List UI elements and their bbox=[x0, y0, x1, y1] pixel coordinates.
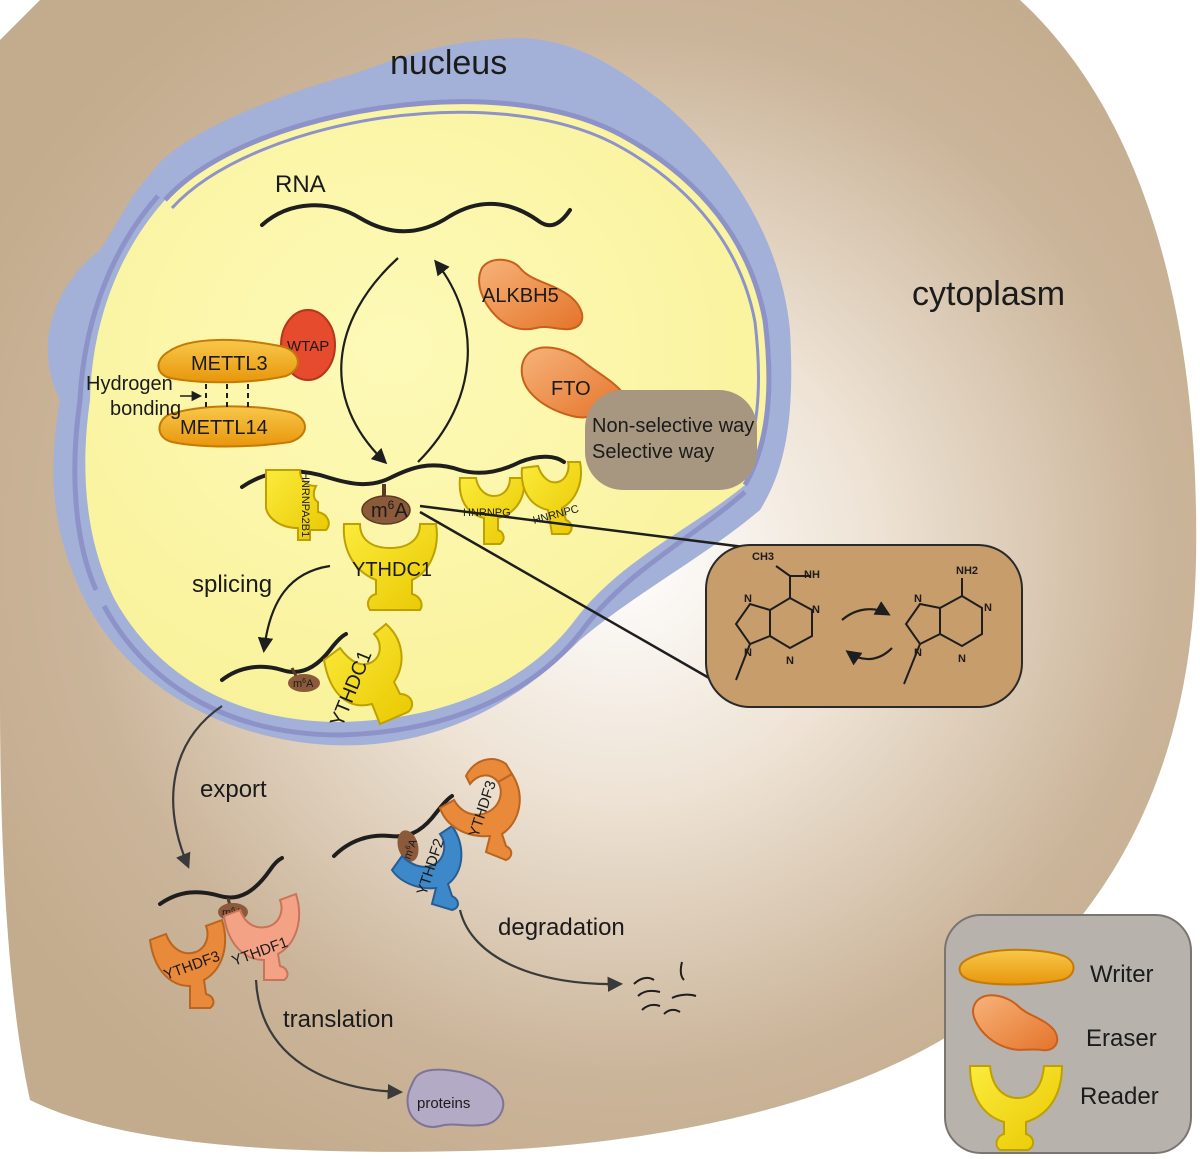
fto-mechanism-bg bbox=[585, 390, 757, 490]
m6a-molecule: CH3 NH N N N N bbox=[734, 551, 820, 681]
splicing-arrow bbox=[257, 564, 331, 654]
ythdf3-degradation-top bbox=[464, 758, 514, 786]
interconversion-arrow-bottom bbox=[845, 647, 893, 666]
mettl3-protein bbox=[157, 338, 299, 384]
ythdf1-protein bbox=[222, 892, 301, 981]
adenine-nh2-label: NH2 bbox=[956, 565, 978, 577]
translation-arrow bbox=[254, 979, 404, 1100]
adenine-n7-label: N bbox=[914, 593, 922, 605]
eraser-alkbh5: ALKBH5 bbox=[478, 258, 584, 331]
ythdf3-degradation-protein bbox=[438, 772, 521, 862]
proteins-blob bbox=[406, 1068, 505, 1128]
m6a-n7-label: N bbox=[744, 593, 752, 605]
rna-strand-top bbox=[260, 201, 572, 234]
cytoplasm-label: cytoplasm bbox=[912, 275, 1065, 313]
nuclear-membrane-lower bbox=[101, 490, 747, 738]
hnrnpa2b1-protein bbox=[265, 469, 330, 541]
legend-eraser-label: Eraser bbox=[1086, 1025, 1157, 1052]
demethylation-arrow bbox=[417, 259, 469, 463]
adenine-n1-label: N bbox=[984, 602, 992, 614]
degraded-rna-fragments bbox=[633, 961, 697, 1015]
ythdc1-label: YTHDC1 bbox=[352, 559, 432, 581]
ythdf3-translation-protein bbox=[148, 918, 227, 1009]
m6a-n3-label: N bbox=[786, 655, 794, 667]
adenine-n9-label: N bbox=[914, 647, 922, 659]
m6a-methyl-label: CH3 bbox=[752, 551, 774, 563]
nucleus-interior bbox=[85, 101, 769, 722]
m6a-marker-degradation bbox=[397, 830, 419, 862]
mettl14-protein bbox=[158, 405, 306, 448]
export-arrow bbox=[172, 705, 223, 869]
ythdc1-protein bbox=[342, 523, 438, 611]
splicing-label: splicing bbox=[192, 571, 272, 598]
rna-strand-middle bbox=[240, 454, 566, 489]
zoom-line-upper bbox=[419, 504, 753, 550]
writer-complex: WTAP METTL3 METTL14 Hydrogen bonding bbox=[86, 309, 336, 448]
interconversion-arrow-top bbox=[841, 601, 891, 621]
proteins-product: proteins bbox=[406, 1068, 505, 1128]
bonding-label: bonding bbox=[110, 398, 181, 420]
legend-writer-label: Writer bbox=[1090, 961, 1154, 988]
nuclear-membrane-outer bbox=[163, 99, 772, 487]
legend-reader-label: Reader bbox=[1080, 1083, 1159, 1110]
nuclear-membrane-inner bbox=[170, 110, 760, 481]
hnrnpa2b1-label: HNRNPA2B1 bbox=[299, 472, 311, 537]
reader-hnrnpa2b1: HNRNPA2B1 bbox=[265, 469, 330, 541]
nucleus-label: nucleus bbox=[390, 44, 507, 82]
m6a-label-spliced: m6A bbox=[293, 678, 314, 690]
legend-reader-icon bbox=[968, 1065, 1064, 1151]
ythdc1-export-protein bbox=[322, 622, 414, 726]
alkbh5-label: ALKBH5 bbox=[482, 285, 559, 307]
export-label: export bbox=[200, 776, 267, 803]
fto-selective-label: Selective way bbox=[592, 441, 714, 463]
rna-strand-degradation bbox=[332, 794, 454, 858]
degradation-arrow bbox=[458, 909, 624, 993]
rna-strand-spliced bbox=[220, 632, 348, 682]
fto-non-selective-label: Non-selective way bbox=[592, 415, 754, 437]
proteins-label: proteins bbox=[417, 1095, 470, 1112]
wtap-label: WTAP bbox=[287, 338, 329, 355]
adenine-molecule: NH2 N N N N bbox=[903, 565, 992, 685]
zoom-line-lower bbox=[419, 510, 731, 692]
nuclear-membrane-left bbox=[72, 194, 160, 592]
mettl3-label: METTL3 bbox=[191, 353, 268, 375]
chemical-structure-box: CH3 NH N N N N NH2 N N N N bbox=[705, 544, 1023, 708]
fto-label: FTO bbox=[551, 378, 591, 400]
m6a-label: m6A bbox=[371, 498, 408, 522]
ythdf2-protein bbox=[390, 824, 463, 912]
alkbh5-protein bbox=[478, 258, 584, 331]
m6a-n1-label: N bbox=[812, 604, 820, 616]
rna-label: RNA bbox=[275, 171, 326, 198]
m6a-stalk-spliced bbox=[290, 667, 298, 677]
chemical-box-bg bbox=[705, 544, 1023, 708]
reader-ythdf3-translation: YTHDF3 bbox=[148, 918, 227, 1009]
degradation-label: degradation bbox=[498, 914, 625, 941]
hnrnpg-protein bbox=[458, 477, 526, 545]
mettl14-label: METTL14 bbox=[180, 417, 268, 439]
translation-label: translation bbox=[283, 1006, 394, 1033]
m6a-nh-label: NH bbox=[804, 569, 820, 581]
m6a-n9-label: N bbox=[744, 647, 752, 659]
methylation-arrow bbox=[340, 257, 399, 465]
hydrogen-label: Hydrogen bbox=[86, 373, 173, 395]
m6a-marker-spliced bbox=[288, 674, 320, 692]
m6a-marker bbox=[361, 495, 411, 525]
adenine-n3-label: N bbox=[958, 653, 966, 665]
legend-eraser-icon bbox=[972, 994, 1059, 1052]
fto-mechanism-box: Non-selective way Selective way bbox=[585, 390, 757, 490]
reader-ythdc1: YTHDC1 bbox=[342, 523, 438, 611]
hnrnpc-protein bbox=[520, 461, 582, 535]
legend-writer-icon bbox=[958, 948, 1075, 986]
legend: Writer Eraser Reader bbox=[944, 914, 1192, 1154]
rna-strand-translation bbox=[158, 856, 284, 906]
